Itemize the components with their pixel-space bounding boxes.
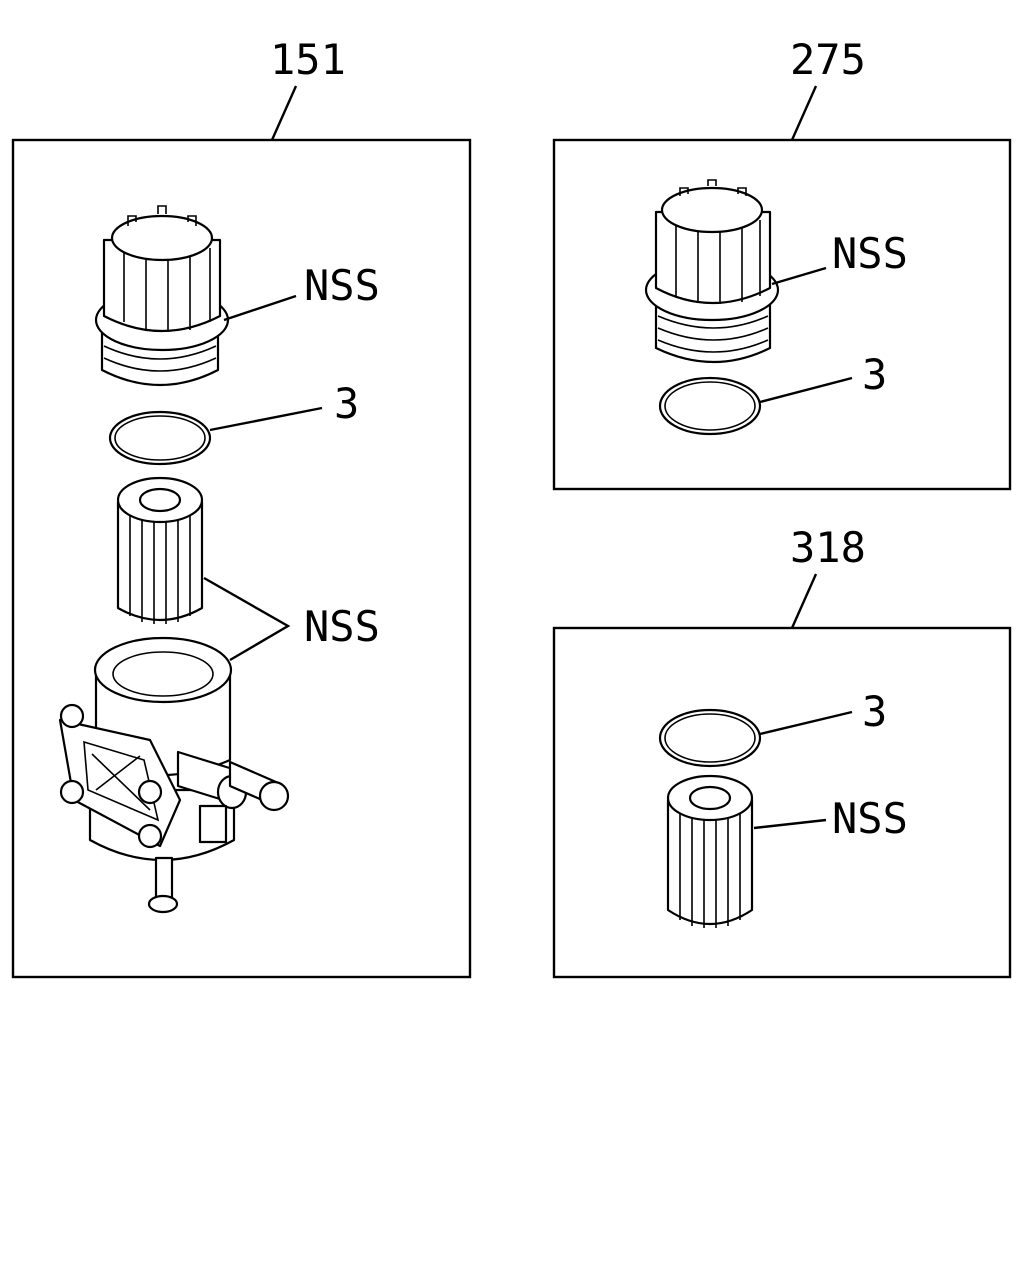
leader-cap — [223, 294, 297, 322]
filter-element-part — [666, 774, 754, 928]
panel-frame — [552, 626, 1012, 979]
o-ring-part — [658, 376, 762, 436]
callout-oring: 3 — [862, 350, 887, 399]
o-ring-inner — [114, 415, 206, 461]
panel-number-leader — [790, 573, 818, 629]
panel-151: 151 — [11, 35, 472, 979]
panel-number-leader — [790, 85, 818, 141]
filter-cap-part — [94, 205, 230, 387]
panel-number-275: 275 — [790, 35, 866, 84]
panel-number-151: 151 — [270, 35, 346, 84]
filter-cap-part — [644, 179, 780, 364]
leader-oring — [759, 376, 853, 404]
panel-318: 318 3 NSS — [552, 523, 1012, 979]
leader-element-housing — [203, 576, 291, 662]
callout-element: NSS — [832, 794, 908, 843]
panel-275: 275 NSS 3 — [552, 35, 1012, 491]
leader-element — [753, 818, 827, 830]
callout-oring: 3 — [334, 379, 359, 428]
o-ring-inner — [664, 713, 756, 763]
callout-element-housing: NSS — [304, 602, 380, 651]
panel-number-leader — [270, 85, 298, 141]
o-ring-inner — [664, 381, 756, 431]
callout-cap: NSS — [304, 261, 380, 310]
leader-oring — [759, 710, 853, 736]
filter-element-part — [116, 476, 204, 624]
filter-housing-part — [58, 636, 290, 914]
callout-cap: NSS — [832, 229, 908, 278]
panel-number-318: 318 — [790, 523, 866, 572]
callout-oring: 3 — [862, 687, 887, 736]
leader-cap — [771, 266, 827, 286]
panel-frame — [11, 138, 472, 979]
o-ring-part — [658, 708, 762, 768]
o-ring-part — [108, 410, 212, 466]
panel-frame — [552, 138, 1012, 491]
leader-oring — [209, 406, 323, 432]
